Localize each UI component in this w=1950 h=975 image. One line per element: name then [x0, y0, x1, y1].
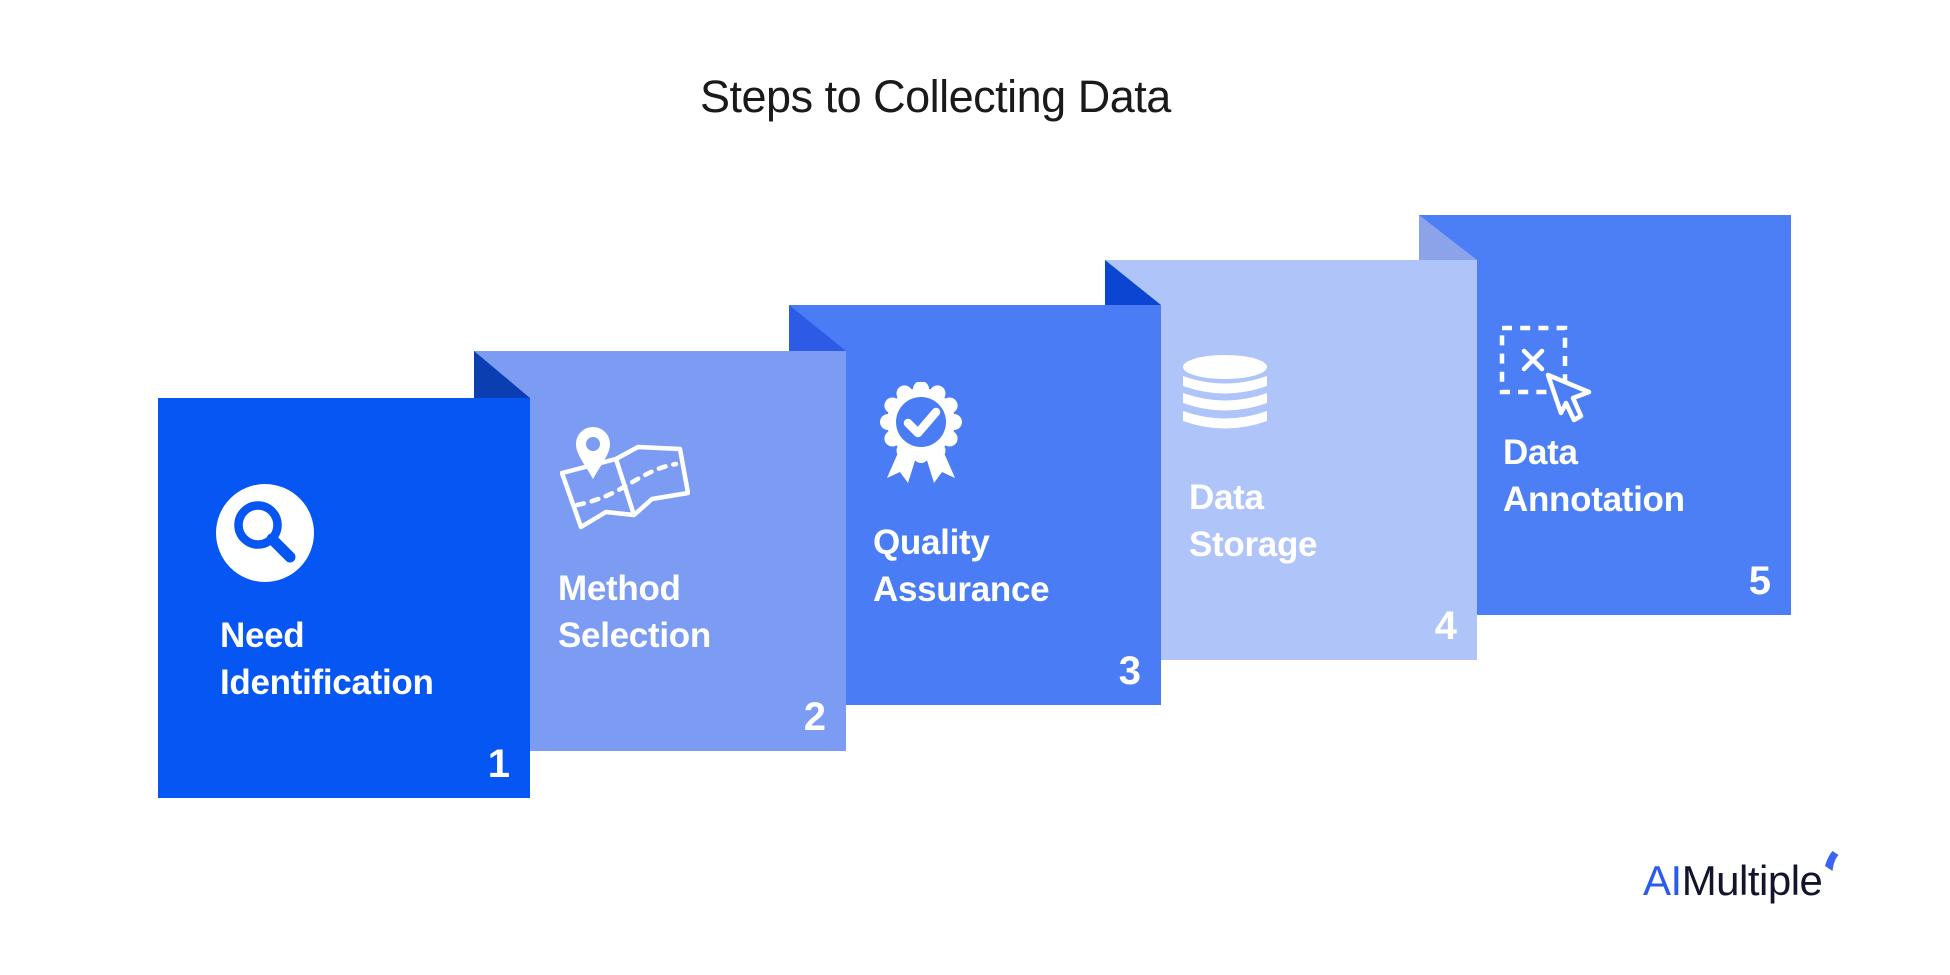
- step-label: Quality Assurance: [873, 523, 1050, 609]
- folded-corner: [1105, 260, 1161, 305]
- logo-suffix: Multiple: [1681, 857, 1823, 904]
- step-card-data-storage: Data Storage 4: [1105, 260, 1477, 660]
- step-label: Method Selection: [558, 569, 711, 655]
- step-label: Data Storage: [1189, 478, 1318, 564]
- step-card-method-selection: Method Selection 2: [474, 351, 846, 751]
- database-icon: [1183, 355, 1267, 429]
- step-number: 1: [487, 742, 510, 786]
- step-label: Data Annotation: [1503, 433, 1685, 519]
- logo-spark-icon: [1825, 851, 1839, 871]
- step-number: 5: [1748, 559, 1771, 603]
- logo-prefix: AI: [1643, 857, 1682, 904]
- step-number: 4: [1434, 604, 1457, 648]
- annotation-cursor-icon: [1499, 325, 1592, 423]
- folded-corner: [474, 351, 530, 398]
- quality-badge-icon: [880, 382, 962, 483]
- step-card-data-annotation: Data Annotation 5: [1419, 215, 1791, 615]
- search-icon: [216, 484, 314, 582]
- step-card-quality-assurance: Quality Assurance 3: [789, 305, 1161, 705]
- step-label: Need Identification: [220, 616, 434, 702]
- step-card-need-identification: Need Identification 1: [158, 398, 530, 798]
- page-title: Steps to Collecting Data: [700, 71, 1171, 122]
- step-number: 2: [803, 695, 826, 739]
- folded-corner: [789, 305, 846, 351]
- step-number: 3: [1118, 649, 1141, 693]
- folded-corner: [1419, 215, 1477, 260]
- map-route-icon: [560, 427, 690, 530]
